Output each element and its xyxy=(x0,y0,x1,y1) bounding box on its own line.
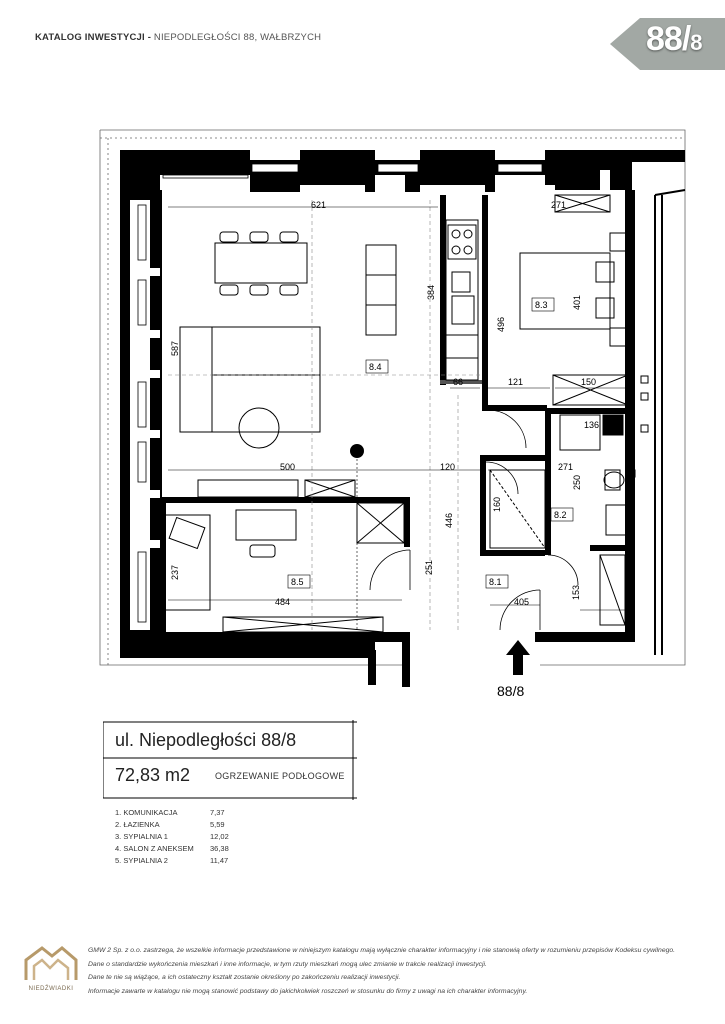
room-8-2: 8.2 xyxy=(554,510,567,520)
windows xyxy=(137,163,543,623)
dim-250: 250 xyxy=(572,475,582,490)
room-name: 3. SYPIALNIA 1 xyxy=(115,832,168,841)
entrance-label: 88/8 xyxy=(497,683,524,699)
room-area: 36,38 xyxy=(210,844,229,853)
dim-484: 484 xyxy=(275,597,290,607)
disclaimer-line: Dane o standardzie wykończenia mieszkań … xyxy=(88,960,487,968)
catalog-address: NIEPODLEGŁOŚCI 88, WAŁBRZYCH xyxy=(151,32,322,43)
room-8-1: 8.1 xyxy=(489,577,502,587)
badge-number: 88/8 xyxy=(646,20,703,59)
room-8-5: 8.5 xyxy=(291,577,304,587)
dimension-labels: 621 271 384 401 496 587 66 121 150 136 5… xyxy=(170,200,599,607)
dim-496: 496 xyxy=(496,317,506,332)
bathroom-fixtures xyxy=(489,414,627,626)
dim-500: 500 xyxy=(280,462,295,472)
dim-121: 121 xyxy=(508,377,523,387)
disclaimer-line: Dane te nie są wiążące, a ich ostateczny… xyxy=(88,974,401,981)
room-row: 4. SALON Z ANEKSEM 36,38 xyxy=(115,843,345,855)
legal-disclaimer: GMW 2 Sp. z o.o. zastrzega, że wszelkie … xyxy=(88,944,675,998)
room-row: 2. ŁAZIENKA 5,59 xyxy=(115,819,345,831)
dim-401: 401 xyxy=(572,295,582,310)
room-area: 11,47 xyxy=(210,856,229,865)
room-name: 5. SYPIALNIA 2 xyxy=(115,856,168,865)
dim-405: 405 xyxy=(514,597,529,607)
room-name: 4. SALON Z ANEKSEM xyxy=(115,844,194,853)
room-8-3: 8.3 xyxy=(535,300,548,310)
living-room-furniture xyxy=(179,231,405,544)
right-structure xyxy=(654,189,686,655)
disclaimer-line: Informacje zawarte w katalogu nie mogą s… xyxy=(88,987,528,995)
room-row: 3. SYPIALNIA 1 12,02 xyxy=(115,831,345,843)
dim-160: 160 xyxy=(492,497,502,512)
bedroom-2-furniture xyxy=(164,509,384,633)
badge-sub: 8 xyxy=(690,30,702,55)
room-name: 1. KOMUNIKACJA xyxy=(115,808,178,817)
kitchen xyxy=(445,219,479,381)
dim-66: 66 xyxy=(453,377,463,387)
dim-621: 621 xyxy=(311,200,326,210)
apartment-number-badge xyxy=(610,18,725,70)
logo-text: NIEDŹWIADKI xyxy=(28,986,74,992)
dim-587: 587 xyxy=(170,341,180,356)
doors xyxy=(369,409,579,631)
room-8-4: 8.4 xyxy=(369,362,382,372)
room-row: 1. KOMUNIKACJA 7,37 xyxy=(115,807,345,819)
dimension-lines xyxy=(168,206,625,611)
apartment-address: ul. Niepodległości 88/8 xyxy=(115,730,297,750)
room-area: 12,02 xyxy=(210,832,229,841)
dim-153: 153 xyxy=(571,585,581,600)
radiator-markers xyxy=(627,375,649,478)
dim-150: 150 xyxy=(581,377,596,387)
room-area: 5,59 xyxy=(210,820,225,829)
bedroom-1-furniture xyxy=(519,194,629,406)
room-row: 5. SYPIALNIA 2 11,47 xyxy=(115,855,345,867)
exterior-walls xyxy=(120,150,685,687)
catalog-label: KATALOG INWESTYCJI - xyxy=(35,32,152,43)
info-box-frame xyxy=(103,720,357,800)
dim-271-top: 271 xyxy=(551,200,566,210)
interior-walls xyxy=(160,195,628,640)
room-list: 1. KOMUNIKACJA 7,37 2. ŁAZIENKA 5,59 3. … xyxy=(115,807,345,867)
catalog-header: KATALOG INWESTYCJI - NIEPODLEGŁOŚCI 88, … xyxy=(35,32,321,43)
dim-237: 237 xyxy=(170,565,180,580)
entrance-arrow-icon xyxy=(506,640,530,675)
plan-frame xyxy=(99,129,686,666)
niedzwiadki-logo-icon xyxy=(24,946,78,980)
dim-446: 446 xyxy=(444,513,454,528)
badge-main: 88/ xyxy=(646,20,691,58)
dim-120: 120 xyxy=(440,462,455,472)
dim-271-bath: 271 xyxy=(558,462,573,472)
room-area: 7,37 xyxy=(210,808,225,817)
dim-384: 384 xyxy=(426,285,436,300)
ceiling-lines xyxy=(168,200,480,630)
room-name: 2. ŁAZIENKA xyxy=(115,820,160,829)
dim-136: 136 xyxy=(584,420,599,430)
dim-251: 251 xyxy=(424,560,434,575)
room-labels: 8.4 8.3 8.2 8.1 8.5 xyxy=(287,297,574,589)
disclaimer-line: GMW 2 Sp. z o.o. zastrzega, że wszelkie … xyxy=(88,947,676,954)
apartment-area: 72,83 m2 xyxy=(115,765,191,785)
heating-type: OGRZEWANIE PODŁOGOWE xyxy=(215,771,345,781)
